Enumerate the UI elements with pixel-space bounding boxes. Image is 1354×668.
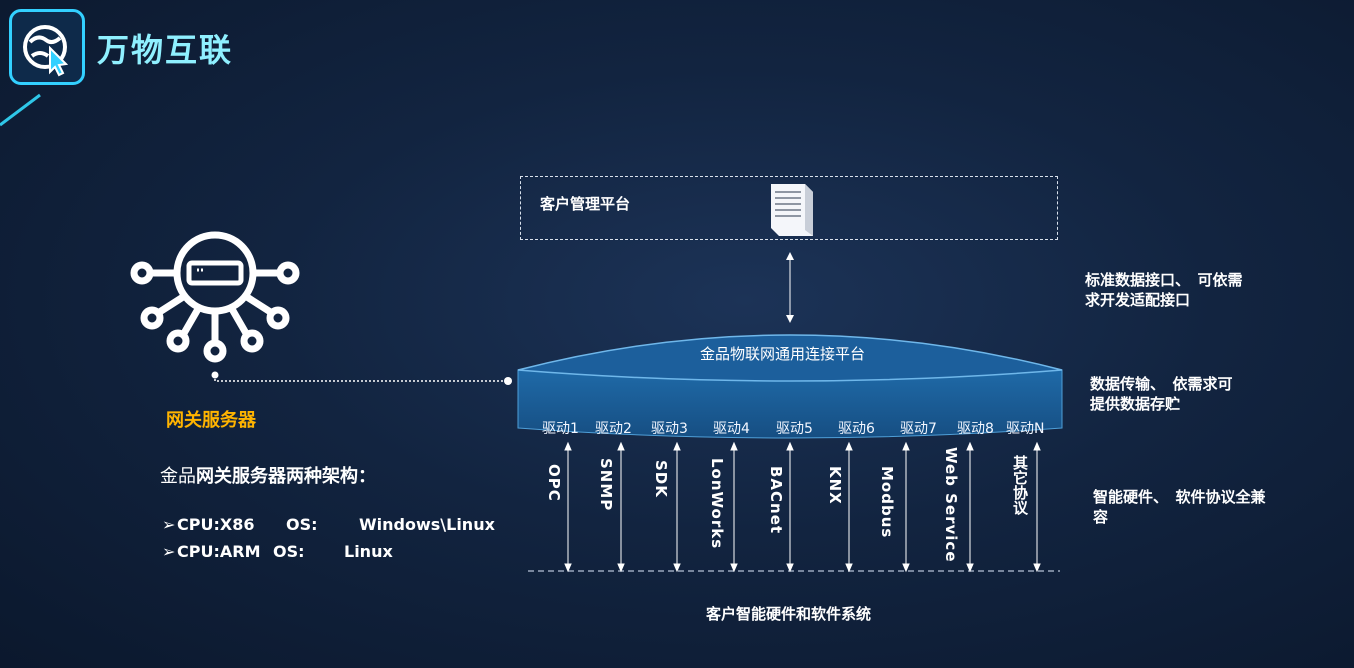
management-platform-box [520,176,1058,240]
note-data-line2: 提供数据存贮 [1090,395,1181,413]
platform-cylinder [517,334,1063,439]
spec-cpu: CPU:X86 [177,515,255,534]
protocol-label: Modbus [878,466,896,539]
driver-label: 驱动1 [542,421,579,437]
protocol-label: SNMP [597,458,615,512]
globe-cursor-icon [23,25,69,77]
gateway-server-icon [130,231,300,363]
protocol-label: SDK [652,460,670,498]
driver-label: 驱动4 [713,421,750,437]
driver-label: 驱动3 [651,421,688,437]
protocol-label: LonWorks [708,458,726,550]
server-tower-icon [771,184,813,236]
note-hardware-line2: 容 [1093,508,1109,526]
driver-label: 驱动2 [595,421,632,437]
driver-label: 驱动N [1006,421,1045,437]
platform-label: 金品物联网通用连接平台 [700,345,866,363]
gateway-label: 网关服务器 [166,410,256,431]
note-interface-line2: 求开发适配接口 [1085,291,1191,309]
header-accent-line [0,93,41,127]
protocol-label: 其它协议 [1011,455,1029,515]
spec-os: Windows\Linux [359,515,495,534]
driver-label: 驱动6 [838,421,875,437]
protocol-label: BACnet [767,466,785,535]
spec-bullet: ➢ [162,515,176,534]
app-logo [9,9,85,85]
protocol-label: KNX [826,466,844,505]
note-interface-line1: 标准数据接口、 可依需 [1085,271,1243,289]
note-hardware-line1: 智能硬件、 软件协议全兼 [1093,488,1266,506]
client-systems-label: 客户智能硬件和软件系统 [706,605,872,623]
protocol-label: Web Service [942,447,960,563]
driver-label: 驱动5 [776,421,813,437]
spec-os-label: OS: [273,542,305,561]
driver-label: 驱动8 [957,421,994,437]
spec-os-label: OS: [286,515,318,534]
protocol-label: OPC [545,464,563,502]
architecture-title: 金品网关服务器两种架构： [160,462,376,488]
architecture-title-prefix: 金品 [160,466,196,487]
spec-cpu: CPU:ARM [177,542,261,561]
note-data-line1: 数据传输、 依需求可 [1090,375,1233,393]
spec-os: Linux [344,542,393,561]
management-platform-label: 客户管理平台 [540,195,631,213]
architecture-title-main: 网关服务器两种架构： [196,466,376,487]
driver-label: 驱动7 [900,421,937,437]
spec-bullet: ➢ [162,542,176,561]
page-title: 万物互联 [97,31,234,69]
